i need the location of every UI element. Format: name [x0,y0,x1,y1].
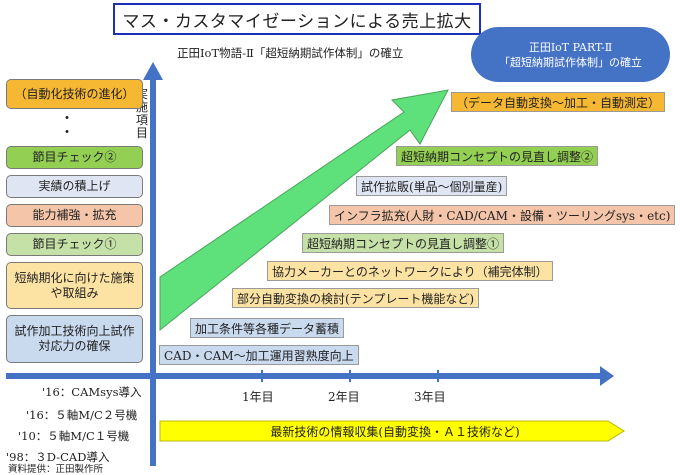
task-cad-cam-proficiency: CAD・CAM～加工運用習熟度向上 [159,345,359,365]
year-label-3: 3年目 [414,390,446,404]
info-band-shape [159,420,625,442]
left-item-checkpoint-1: 節目チェック① [6,233,143,256]
left-item-automation-evolution: （自動化技術の進化） [6,79,143,109]
ellipsis-dots: ・ ・ [60,111,74,141]
task-concept-review-1: 超短納期コンセプトの見直し調整① [302,233,505,253]
goal-line1: 正田IoT PART-Ⅱ [528,40,613,54]
left-item-prototype-skills: 試作加工技術向上試作対応力の確保 [6,315,143,363]
milestone-cam-sys: '16：CAMsys導入 [42,385,142,399]
horizontal-axis-head [600,366,614,386]
task-partner-network: 協力メーカーとのネットワークにより（補完体制） [267,261,553,281]
left-item-checkpoint-2: 節目チェック② [6,146,143,169]
source-credit: 資料提供：正田製作所 [8,464,104,475]
subtitle: 正田IoT物語-Ⅱ「超短納期試作体制」の確立 [177,46,404,60]
task-machining-data: 加工条件等各種データ蓄積 [190,318,345,338]
task-prototype-sales: 試作拡販(単品～個別量産) [356,176,508,196]
milestone-5axis-1: '10：５軸M/C１号機 [18,429,130,443]
vertical-axis-head [143,62,163,80]
left-item-track-record: 実績の積上げ [6,175,143,198]
goal-pill: 正田IoT PART-Ⅱ 「超短納期試作体制」の確立 [471,27,670,82]
year-label-2: 2年目 [328,390,360,404]
info-band-label: 最新技術の情報収集(自動変換・Ａ１技術など) [270,424,520,439]
info-band: 最新技術の情報収集(自動変換・Ａ１技術など) [160,420,630,442]
task-concept-review-2: 超短納期コンセプトの見直し調整② [396,146,599,166]
task-data-auto-conversion: （データ自動変換～加工・自動測定） [451,92,666,112]
left-item-capacity-expansion: 能力補強・拡充 [6,204,143,227]
milestone-3d-cad: '98：３D-CAD導入 [6,450,110,464]
growth-arrow [159,89,449,332]
task-infrastructure: インフラ拡充(人財・CAD/CAM・設備・ツーリングsys・etc) [329,205,676,225]
milestone-5axis-2: '16：５軸M/C２号機 [26,408,138,422]
year-label-1: 1年目 [242,390,274,404]
task-partial-auto-conversion: 部分自動変換の検討(テンプレート機能など) [232,288,480,308]
page-title: マス・カスタマイゼーションによる売上拡大 [113,3,481,35]
goal-line2: 「超短納期試作体制」の確立 [499,55,642,69]
left-item-short-delivery-measures: 短納期化に向けた施策や取組み [6,262,143,309]
